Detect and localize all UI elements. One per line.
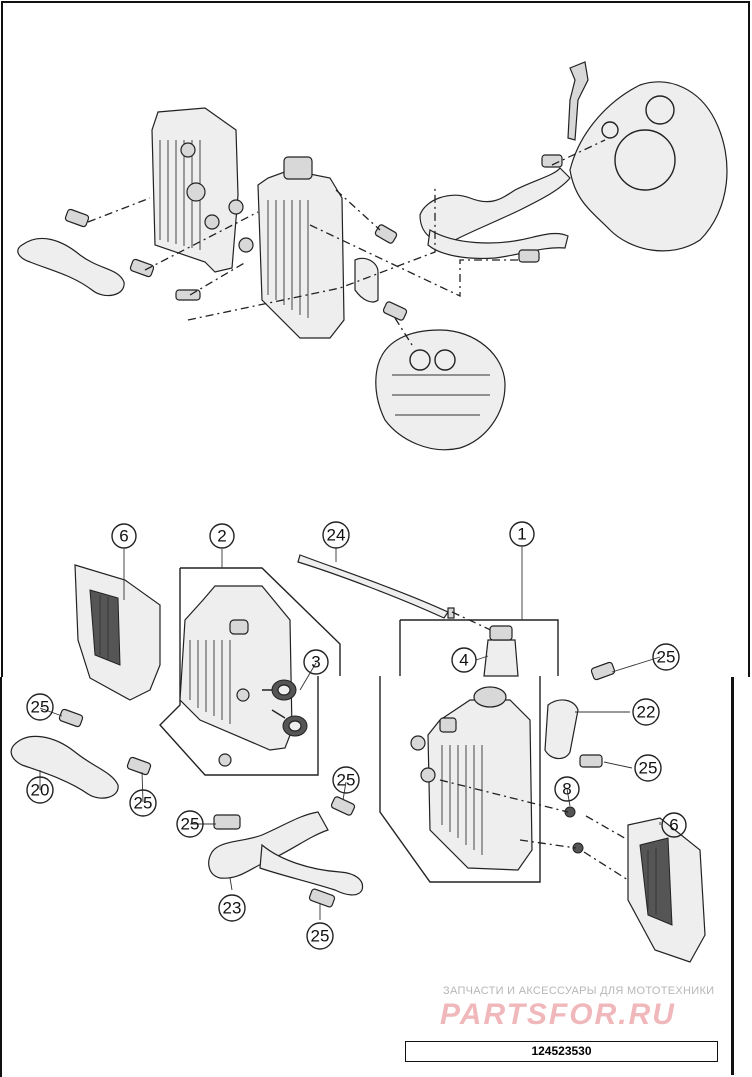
watermark-logo: PARTSFOR.RU [440, 998, 676, 1031]
callout-25-e: 25 [129, 789, 157, 817]
svg-text:25: 25 [311, 927, 330, 946]
svg-text:25: 25 [181, 815, 200, 834]
hose-20 [10, 708, 152, 799]
callout-23: 23 [218, 894, 246, 922]
svg-text:8: 8 [562, 780, 571, 799]
group-1-bracket [399, 619, 559, 676]
callout-1: 1 [509, 521, 535, 547]
svg-text:4: 4 [459, 651, 468, 670]
overview-right-radiator [228, 156, 345, 339]
callout-2: 2 [209, 523, 235, 549]
overview-engine-case [567, 61, 728, 252]
group-1-bracket-lower [379, 676, 541, 883]
callout-3: 3 [303, 649, 329, 675]
svg-text:23: 23 [223, 899, 242, 918]
overview-hose-left [17, 208, 201, 301]
callout-20: 20 [26, 776, 54, 804]
callout-25-b: 25 [26, 693, 54, 721]
hose-23 [208, 796, 364, 908]
right-radiator [410, 686, 533, 871]
callout-8: 8 [554, 776, 580, 802]
overview-hose-right [374, 154, 571, 263]
overflow-hose [297, 554, 449, 619]
svg-text:22: 22 [637, 703, 656, 722]
group-2-bracket [179, 567, 341, 676]
svg-text:25: 25 [31, 698, 50, 717]
watermark-tagline: ЗАПЧАСТИ И АКСЕССУАРЫ ДЛЯ МОТОТЕХНИКИ [443, 985, 715, 997]
svg-text:1: 1 [517, 525, 526, 544]
svg-text:6: 6 [119, 527, 128, 546]
grommets [262, 679, 308, 737]
callout-24: 24 [322, 521, 350, 549]
overview-left-radiator [151, 107, 239, 273]
lower-frame-right-edge [731, 677, 734, 1075]
svg-text:25: 25 [657, 648, 676, 667]
shroud-left [74, 564, 161, 701]
overview-cylinder-head [354, 257, 506, 451]
hose-22 [544, 661, 616, 768]
callout-4: 4 [451, 647, 477, 673]
callout-6-left: 6 [111, 523, 137, 549]
callout-22: 22 [632, 698, 660, 726]
radiator-cap [483, 625, 519, 677]
callout-6-right: 6 [661, 812, 687, 838]
callout-25-f: 25 [176, 810, 204, 838]
callout-25-d: 25 [332, 766, 360, 794]
callout-25-g: 25 [306, 922, 334, 950]
leader-lines [39, 547, 661, 920]
svg-text:25: 25 [134, 794, 153, 813]
overflow-hose-dash [451, 611, 496, 633]
left-radiator [179, 585, 293, 767]
svg-text:25: 25 [639, 759, 658, 778]
svg-text:25: 25 [337, 771, 356, 790]
svg-text:24: 24 [327, 526, 346, 545]
drawing-number: 124523530 [405, 1041, 718, 1062]
bolts [439, 779, 629, 881]
upper-frame [1, 1, 750, 677]
callout-25-c: 25 [634, 754, 662, 782]
overview-dashed-assembly-lines [87, 139, 606, 346]
lower-frame-left-edge [0, 677, 2, 1077]
shroud-right [627, 817, 706, 963]
callout-25-a: 25 [652, 643, 680, 671]
svg-text:6: 6 [669, 816, 678, 835]
svg-text:20: 20 [31, 781, 50, 800]
svg-text:3: 3 [311, 653, 320, 672]
svg-text:2: 2 [217, 527, 226, 546]
